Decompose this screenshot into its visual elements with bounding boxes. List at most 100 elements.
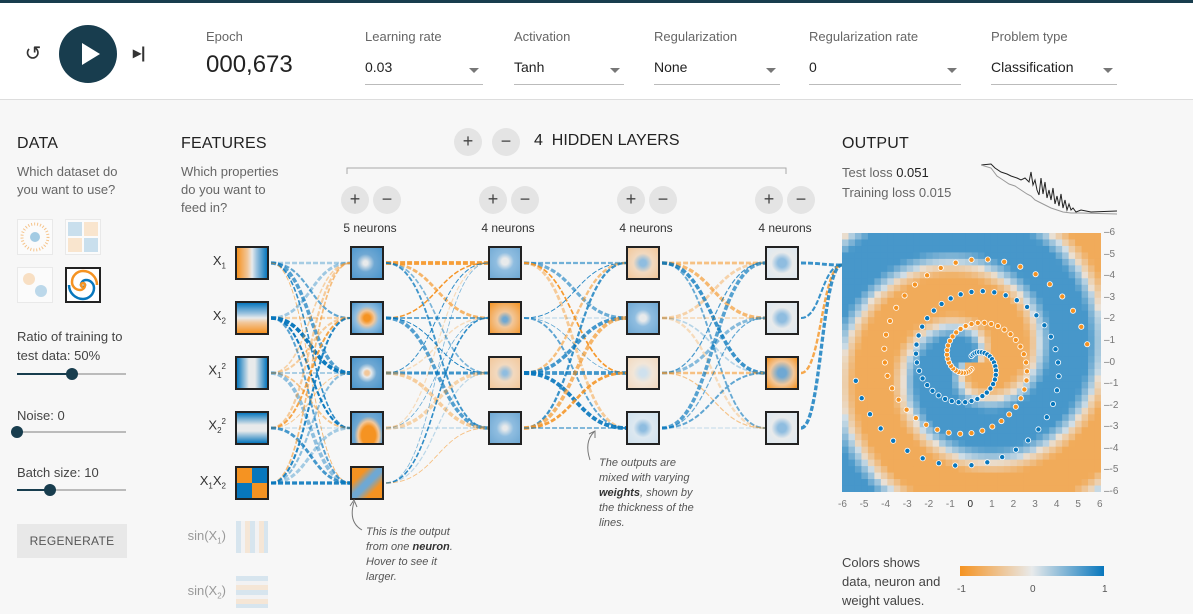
play-button[interactable]	[59, 25, 117, 83]
weight-link[interactable]	[270, 261, 351, 375]
learning-rate-select[interactable]: 0.03	[365, 55, 483, 85]
dataset-circle-thumb[interactable]	[17, 219, 53, 255]
heatmap-cell	[1075, 388, 1083, 396]
feature-sinx1-node[interactable]	[236, 521, 268, 553]
weight-link[interactable]	[385, 262, 489, 484]
weight-link[interactable]	[385, 427, 489, 484]
ratio-slider-thumb[interactable]	[65, 368, 78, 380]
heatmap-cell	[919, 485, 927, 492]
weight-link[interactable]	[385, 262, 489, 429]
weight-link[interactable]	[385, 262, 489, 319]
weight-link[interactable]	[270, 316, 351, 375]
output-link[interactable]	[800, 263, 843, 375]
dataset-xor-thumb[interactable]	[65, 219, 101, 255]
noise-slider-thumb[interactable]	[11, 426, 23, 438]
weight-link[interactable]	[270, 371, 351, 485]
regularization-select[interactable]: None	[654, 55, 780, 85]
weight-link[interactable]	[523, 262, 627, 319]
layer2-neuron-1[interactable]	[488, 246, 522, 280]
layer2-remove-neuron-button[interactable]: −	[511, 186, 539, 214]
output-link[interactable]	[800, 263, 843, 430]
regularization-rate-select[interactable]: 0	[809, 55, 961, 85]
feature-x1-node[interactable]	[235, 246, 269, 280]
feature-x2sq-node[interactable]	[235, 411, 269, 445]
layer2-neuron-4[interactable]	[488, 411, 522, 445]
weight-link[interactable]	[270, 371, 351, 485]
heatmap-cell	[1055, 407, 1063, 415]
heatmap-cell	[913, 265, 921, 273]
layer1-neuron-5[interactable]	[350, 466, 384, 500]
layer1-neuron-3[interactable]	[350, 356, 384, 390]
weight-link[interactable]	[270, 261, 351, 430]
heatmap-cell	[854, 381, 862, 389]
layer1-remove-neuron-button[interactable]: −	[373, 186, 401, 214]
weight-link[interactable]	[385, 372, 489, 484]
layer4-neuron-1[interactable]	[765, 246, 799, 280]
feature-sinx2-node[interactable]	[236, 576, 268, 608]
feature-x1sq-node[interactable]	[235, 356, 269, 390]
data-point	[1001, 326, 1008, 333]
layer4-add-neuron-button[interactable]: +	[755, 186, 783, 214]
layer4-neuron-4[interactable]	[765, 411, 799, 445]
batch-slider-thumb[interactable]	[43, 484, 56, 496]
weight-link[interactable]	[523, 316, 627, 430]
feature-x2-node[interactable]	[235, 301, 269, 335]
weight-link[interactable]	[270, 316, 351, 375]
weight-link[interactable]	[385, 262, 489, 374]
heatmap-cell	[874, 310, 882, 318]
layer3-add-neuron-button[interactable]: +	[617, 186, 645, 214]
data-point	[1017, 263, 1024, 270]
layer3-neuron-2[interactable]	[626, 301, 660, 335]
layer4-neuron-3[interactable]	[765, 356, 799, 390]
add-layer-button[interactable]: +	[454, 128, 482, 156]
layer2-add-neuron-button[interactable]: +	[479, 186, 507, 214]
weight-link[interactable]	[661, 262, 766, 374]
ratio-slider[interactable]	[17, 368, 126, 380]
weight-link[interactable]	[523, 261, 627, 375]
layer2-neuron-3[interactable]	[488, 356, 522, 390]
layer1-neuron-4[interactable]	[350, 411, 384, 445]
weight-link[interactable]	[661, 261, 766, 430]
dataset-spiral-thumb[interactable]	[65, 267, 101, 303]
weight-link[interactable]	[270, 262, 351, 484]
layer3-neuron-1[interactable]	[626, 246, 660, 280]
output-link[interactable]	[800, 261, 843, 267]
heatmap-cell	[932, 381, 940, 389]
weight-link[interactable]	[270, 262, 351, 374]
layer4-remove-neuron-button[interactable]: −	[787, 186, 815, 214]
problem-type-select[interactable]: Classification	[991, 55, 1117, 85]
regenerate-button[interactable]: REGENERATE	[17, 524, 127, 558]
layer3-neuron-3[interactable]	[626, 356, 660, 390]
batch-size-slider[interactable]	[17, 484, 126, 496]
weight-link[interactable]	[523, 261, 627, 430]
dataset-gauss-thumb[interactable]	[17, 267, 53, 303]
layer1-neuron-2[interactable]	[350, 301, 384, 335]
noise-slider[interactable]	[11, 426, 126, 438]
weight-link[interactable]	[661, 261, 766, 320]
layer3-neuron-4[interactable]	[626, 411, 660, 445]
weight-link[interactable]	[270, 426, 351, 485]
layer1-neuron-1[interactable]	[350, 246, 384, 280]
remove-layer-button[interactable]: −	[492, 128, 520, 156]
heatmap-cell	[1088, 310, 1096, 318]
weight-link[interactable]	[385, 317, 489, 484]
weight-link[interactable]	[270, 426, 351, 485]
output-heatmap[interactable]	[842, 233, 1101, 492]
weight-link[interactable]	[661, 317, 766, 429]
heatmap-cell	[900, 368, 908, 376]
weight-link[interactable]	[661, 372, 766, 429]
weight-link[interactable]	[523, 371, 627, 430]
feature-x1x2-node[interactable]	[235, 466, 269, 500]
weight-link[interactable]	[270, 316, 351, 485]
heatmap-cell	[854, 485, 862, 492]
heatmap-cell	[1029, 291, 1037, 299]
weight-link[interactable]	[270, 261, 351, 320]
layer2-neuron-2[interactable]	[488, 301, 522, 335]
reset-icon[interactable]: ↺	[24, 43, 42, 65]
weight-link[interactable]	[385, 317, 489, 374]
layer3-remove-neuron-button[interactable]: −	[649, 186, 677, 214]
activation-select[interactable]: Tanh	[514, 55, 624, 85]
layer1-add-neuron-button[interactable]: +	[341, 186, 369, 214]
layer4-neuron-2[interactable]	[765, 301, 799, 335]
step-forward-icon[interactable]: ▸|	[133, 45, 146, 62]
